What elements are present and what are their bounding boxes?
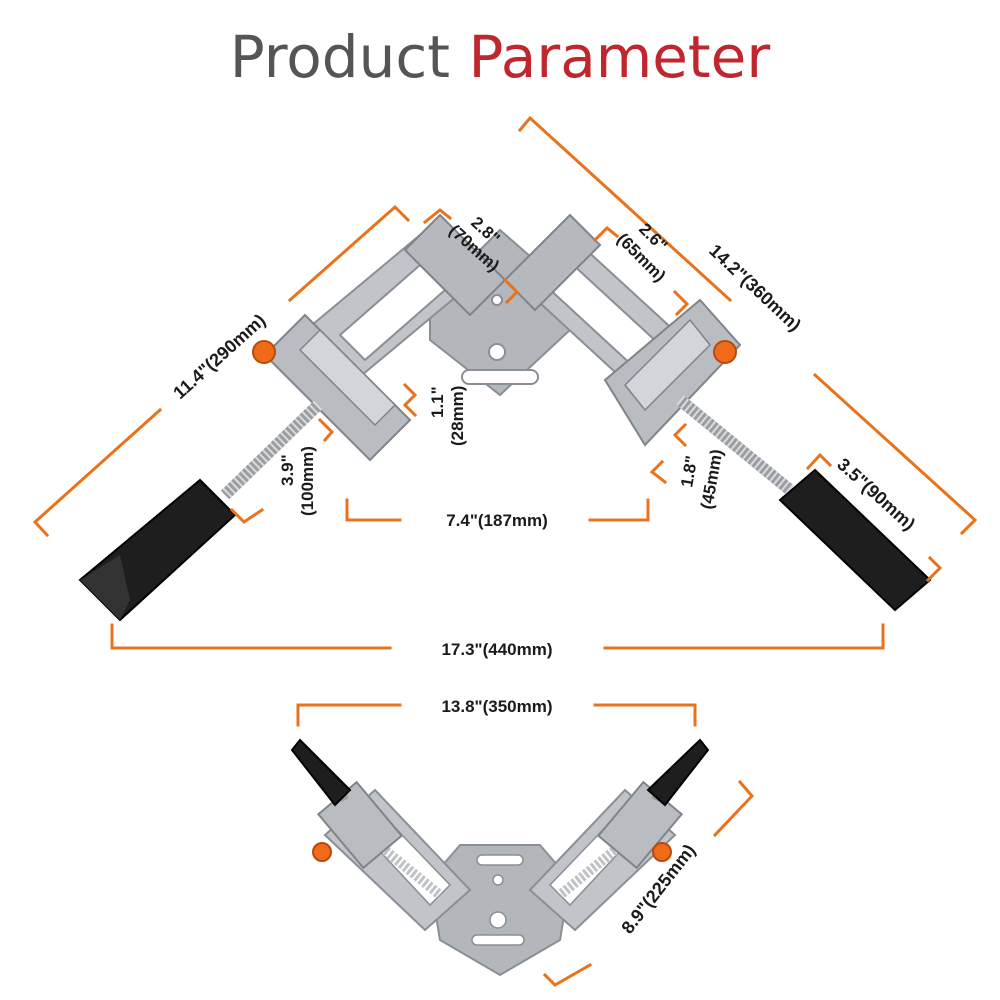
dim-line-35-a <box>805 452 833 471</box>
bottom-left-handle <box>290 738 352 807</box>
label-142: 14.2"(360mm) <box>705 240 805 335</box>
title-word-parameter: Parameter <box>468 23 771 91</box>
title-word-product: Product <box>229 23 450 91</box>
dim-line-114-b <box>32 407 163 538</box>
right-fixed-jaw <box>503 213 602 312</box>
corner-clamp-bottom-view <box>290 738 710 977</box>
label-173: 17.3"(440mm) <box>441 640 552 659</box>
dim-line-39-b <box>229 507 265 524</box>
dim-line-114-a <box>287 204 411 303</box>
dim-line-142-b <box>812 372 978 536</box>
dim-line-173-b <box>603 623 885 650</box>
dim-line-138-a <box>296 703 402 727</box>
left-jaw-face <box>298 328 397 427</box>
dim-line-28-b <box>502 277 520 305</box>
right-jaw-face <box>623 318 712 412</box>
bottom-right-knob <box>652 842 672 862</box>
dim-line-89-b <box>542 962 593 987</box>
label-39-imperial: 3.9" <box>278 454 297 486</box>
dim-line-39-a <box>317 417 335 443</box>
label-11-imperial: 1.1" <box>428 386 447 418</box>
bottom-base-hole <box>492 874 504 886</box>
label-74: 7.4"(187mm) <box>446 511 548 530</box>
dim-line-35-b <box>925 555 943 583</box>
right-handle <box>778 468 932 612</box>
dimension-lines-bottom <box>296 703 755 987</box>
left-knob <box>252 340 276 364</box>
dim-line-142-a <box>517 115 733 303</box>
dim-line-173-a <box>110 623 392 650</box>
bottom-base-slot <box>471 934 525 946</box>
dim-line-18-a <box>672 422 688 448</box>
dim-line-74-b <box>588 498 650 522</box>
corner-clamp-top-view <box>78 213 932 622</box>
label-18-imperial: 1.8" <box>677 454 701 489</box>
dim-line-18-b <box>649 459 668 485</box>
dim-line-26-a <box>592 225 620 243</box>
bottom-base-slot-top <box>476 854 524 866</box>
label-18-metric: (45mm) <box>697 448 726 511</box>
right-knob <box>713 340 737 364</box>
page-title: Product Parameter <box>0 22 1000 92</box>
bottom-right-handle <box>646 738 710 807</box>
dim-line-138-b <box>593 703 697 727</box>
base-hole <box>488 343 506 361</box>
dimension-lines-top <box>32 115 978 650</box>
dim-line-74-a <box>345 498 402 522</box>
dim-line-11 <box>402 382 418 418</box>
label-138: 13.8"(350mm) <box>441 697 552 716</box>
label-39-metric: (100mm) <box>298 446 317 516</box>
dim-line-28-a <box>422 208 453 225</box>
base-hole-small <box>491 294 503 306</box>
bottom-base-hole-2 <box>489 911 507 929</box>
dim-line-89-a <box>712 779 755 838</box>
base-slot <box>461 369 539 385</box>
bottom-left-knob <box>312 842 332 862</box>
label-11-metric: (28mm) <box>448 386 467 446</box>
dim-line-26-b <box>672 289 690 317</box>
